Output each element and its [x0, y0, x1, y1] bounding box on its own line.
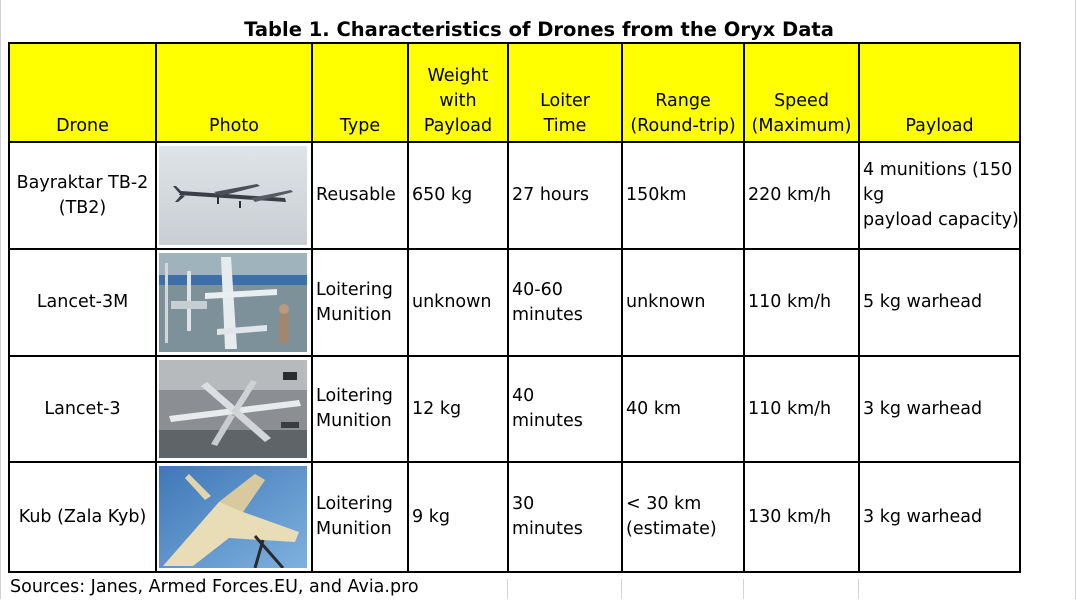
payload-cell: 5 kg warhead	[858, 248, 1021, 357]
photo-cell	[155, 461, 313, 573]
loiter-time-cell: 27 hours	[507, 141, 623, 250]
range-cell: 150km	[621, 141, 745, 250]
speed-cell: 130 km/h	[743, 461, 860, 573]
spreadsheet-gridline	[621, 579, 622, 599]
table-row: Lancet-3 Loitering Munition 12 kg 40 min	[8, 355, 1021, 463]
loiter-time-cell: 40-60 minutes	[507, 248, 623, 357]
weight-cell: 12 kg	[407, 355, 509, 463]
loiter-time-cell: 40 minutes	[507, 355, 623, 463]
payload-cell: 3 kg warhead	[858, 355, 1021, 463]
speed-cell: 110 km/h	[743, 355, 860, 463]
payload-cell: 4 munitions (150 kg payload capacity)	[858, 141, 1021, 250]
header-drone: Drone	[8, 42, 157, 143]
header-weight: Weight with Payload	[407, 42, 509, 143]
header-loiter-time: Loiter Time	[507, 42, 623, 143]
header-speed: Speed (Maximum)	[743, 42, 860, 143]
lancet-3m-photo-icon	[159, 253, 307, 352]
type-cell: Loitering Munition	[311, 355, 409, 463]
weight-cell: 650 kg	[407, 141, 509, 250]
header-payload: Payload	[858, 42, 1021, 143]
table-row: Lancet-3M Loitering Munition	[8, 248, 1021, 357]
photo-cell	[155, 355, 313, 463]
weight-cell: unknown	[407, 248, 509, 357]
range-cell: 40 km	[621, 355, 745, 463]
drone-name-cell: Lancet-3	[8, 355, 157, 463]
type-cell: Loitering Munition	[311, 461, 409, 573]
drone-characteristics-table: Drone Photo Type Weight with Payload Loi…	[8, 42, 1021, 573]
type-cell: Reusable	[311, 141, 409, 250]
header-photo: Photo	[155, 42, 313, 143]
type-cell: Loitering Munition	[311, 248, 409, 357]
sources-row: Sources: Janes, Armed Forces.EU, and Avi…	[8, 577, 1070, 599]
header-row: Drone Photo Type Weight with Payload Loi…	[8, 42, 1021, 143]
header-type: Type	[311, 42, 409, 143]
loiter-time-cell: 30 minutes	[507, 461, 623, 573]
lancet-3-photo-icon	[159, 360, 307, 458]
kub-drone-photo-icon	[159, 466, 307, 568]
header-range: Range (Round-trip)	[621, 42, 745, 143]
tb2-drone-photo-icon	[159, 146, 307, 245]
drone-name-cell: Kub (Zala Kyb)	[8, 461, 157, 573]
spreadsheet-gridline	[743, 579, 744, 599]
speed-cell: 220 km/h	[743, 141, 860, 250]
range-cell: unknown	[621, 248, 745, 357]
payload-cell: 3 kg warhead	[858, 461, 1021, 573]
range-cell: < 30 km (estimate)	[621, 461, 745, 573]
table-title: Table 1. Characteristics of Drones from …	[244, 18, 834, 41]
weight-cell: 9 kg	[407, 461, 509, 573]
drone-name-cell: Lancet-3M	[8, 248, 157, 357]
table-row: Bayraktar TB-2 (TB2)	[8, 141, 1021, 250]
photo-cell	[155, 248, 313, 357]
table-row: Kub (Zala Kyb) Loitering Munition	[8, 461, 1021, 573]
spreadsheet-gridline	[507, 579, 508, 599]
speed-cell: 110 km/h	[743, 248, 860, 357]
sources-note: Sources: Janes, Armed Forces.EU, and Avi…	[10, 577, 419, 597]
spreadsheet-gridline	[858, 579, 859, 599]
drone-name-cell: Bayraktar TB-2 (TB2)	[8, 141, 157, 250]
photo-cell	[155, 141, 313, 250]
